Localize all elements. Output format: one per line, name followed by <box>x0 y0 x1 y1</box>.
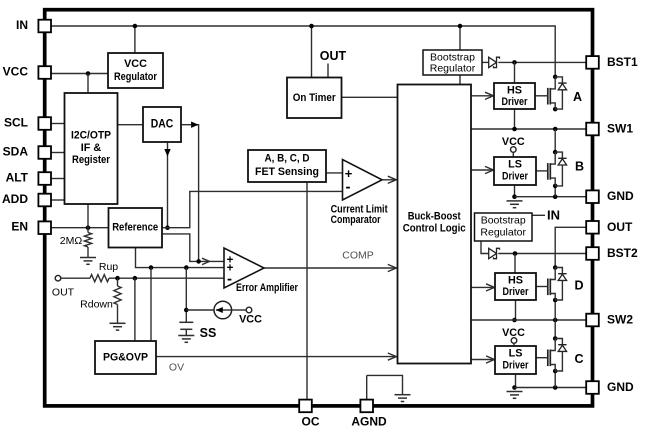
svg-text:Current Limit: Current Limit <box>331 203 388 215</box>
svg-text:LS: LS <box>508 159 522 171</box>
svg-text:+: + <box>345 166 353 181</box>
svg-text:D: D <box>574 279 583 293</box>
svg-text:Bootstrap: Bootstrap <box>481 215 526 227</box>
svg-text:BST1: BST1 <box>607 55 638 69</box>
svg-text:ALT: ALT <box>6 171 29 185</box>
svg-text:VCC: VCC <box>3 65 29 79</box>
svg-text:Rup: Rup <box>99 261 118 273</box>
svg-text:Regulator: Regulator <box>114 71 158 83</box>
svg-text:DAC: DAC <box>151 119 174 131</box>
svg-text:Bootstrap: Bootstrap <box>430 52 475 64</box>
svg-text:OUT: OUT <box>52 286 75 298</box>
svg-text:VCC: VCC <box>239 314 262 326</box>
svg-text:Driver: Driver <box>503 359 530 371</box>
svg-text:OC: OC <box>302 415 320 429</box>
svg-text:Buck-Boost: Buck-Boost <box>408 211 461 223</box>
svg-text:OUT: OUT <box>607 220 633 234</box>
svg-text:OUT: OUT <box>320 49 347 63</box>
svg-text:I2C/OTP: I2C/OTP <box>71 130 111 142</box>
svg-text:AGND: AGND <box>351 415 387 429</box>
svg-text:Rdown: Rdown <box>80 299 113 311</box>
svg-text:COMP: COMP <box>342 250 374 262</box>
svg-text:Regulator: Regulator <box>430 63 476 75</box>
svg-text:-: - <box>227 271 232 288</box>
svg-text:GND: GND <box>607 189 634 203</box>
svg-text:GND: GND <box>607 380 634 394</box>
svg-text:VCC: VCC <box>502 136 525 148</box>
svg-text:+: + <box>227 263 234 275</box>
svg-text:Register: Register <box>72 154 111 166</box>
svg-text:IF &: IF & <box>81 142 102 154</box>
svg-text:+: + <box>227 255 234 267</box>
svg-text:C: C <box>574 352 583 366</box>
svg-text:IN: IN <box>16 18 28 32</box>
svg-text:Error Amplifier: Error Amplifier <box>236 282 299 294</box>
svg-text:SS: SS <box>200 326 217 340</box>
svg-text:HS: HS <box>507 85 522 97</box>
svg-text:VCC: VCC <box>124 58 147 70</box>
svg-text:SW2: SW2 <box>607 313 633 327</box>
svg-text:2MΩ: 2MΩ <box>60 235 83 247</box>
svg-text:Driver: Driver <box>502 171 529 183</box>
svg-text:Driver: Driver <box>503 286 530 298</box>
svg-text:A: A <box>573 90 582 104</box>
svg-text:SW1: SW1 <box>607 122 633 136</box>
svg-text:Regulator: Regulator <box>480 227 526 239</box>
svg-text:B: B <box>575 160 584 174</box>
svg-text:BST2: BST2 <box>607 246 638 260</box>
svg-text:HS: HS <box>508 275 523 287</box>
svg-text:ADD: ADD <box>2 192 28 206</box>
svg-text:FET Sensing: FET Sensing <box>255 166 319 178</box>
svg-text:SDA: SDA <box>3 145 29 159</box>
svg-text:On Timer: On Timer <box>293 92 337 104</box>
svg-text:Driver: Driver <box>502 96 529 108</box>
svg-text:IN: IN <box>547 208 560 223</box>
svg-text:SCL: SCL <box>4 116 28 130</box>
svg-text:-: - <box>346 178 351 195</box>
svg-text:LS: LS <box>509 347 523 359</box>
svg-text:EN: EN <box>11 220 28 234</box>
svg-text:A, B, C, D: A, B, C, D <box>265 153 310 165</box>
svg-text:Control Logic: Control Logic <box>403 223 466 235</box>
svg-text:VCC: VCC <box>502 327 525 339</box>
svg-text:OV: OV <box>169 362 184 374</box>
svg-text:PG&OVP: PG&OVP <box>103 352 148 364</box>
svg-text:Comparator: Comparator <box>331 214 382 226</box>
svg-text:Reference: Reference <box>112 222 158 234</box>
